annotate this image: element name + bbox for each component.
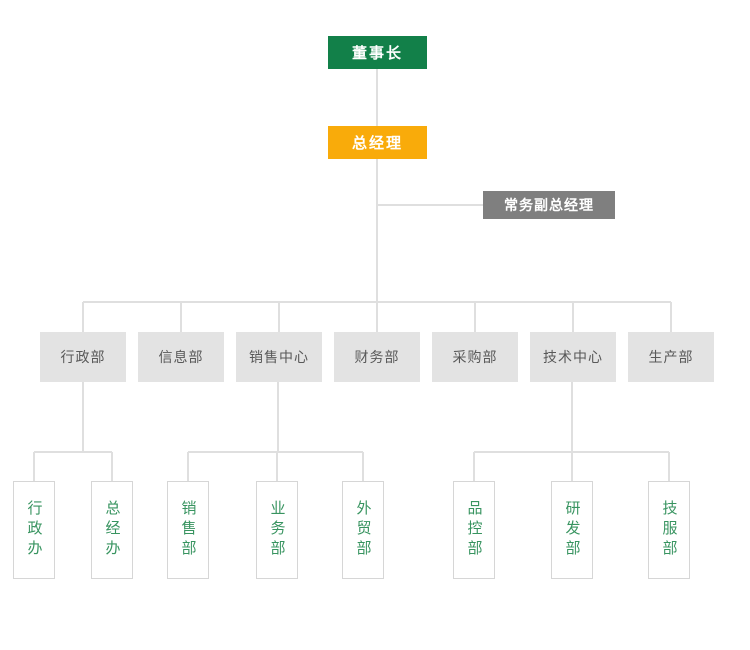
- node-sub-foreign-trade-label: 外贸部: [354, 500, 372, 560]
- node-sub-gm-office: 总经办: [91, 481, 133, 579]
- node-sub-sales: 销售部: [167, 481, 209, 579]
- node-sub-business-label: 业务部: [268, 500, 286, 560]
- node-sub-admin-office-label: 行政办: [25, 500, 43, 560]
- node-sub-quality-control: 品控部: [453, 481, 495, 579]
- node-dept-purchasing: 采购部: [432, 332, 518, 382]
- node-sub-tech-service-label: 技服部: [660, 500, 678, 560]
- node-deputy-general-manager: 常务副总经理: [483, 191, 615, 219]
- node-general-manager: 总经理: [328, 126, 427, 159]
- node-sub-quality-control-label: 品控部: [465, 500, 483, 560]
- node-dept-information: 信息部: [138, 332, 224, 382]
- node-sub-sales-label: 销售部: [179, 500, 197, 560]
- node-sub-business: 业务部: [256, 481, 298, 579]
- node-sub-research-development: 研发部: [551, 481, 593, 579]
- node-chairman: 董事长: [328, 36, 427, 69]
- node-sub-tech-service: 技服部: [648, 481, 690, 579]
- node-sub-foreign-trade: 外贸部: [342, 481, 384, 579]
- node-dept-tech-center: 技术中心: [530, 332, 616, 382]
- node-dept-sales-center: 销售中心: [236, 332, 322, 382]
- node-sub-gm-office-label: 总经办: [103, 500, 121, 560]
- node-sub-admin-office: 行政办: [13, 481, 55, 579]
- node-dept-finance: 财务部: [334, 332, 420, 382]
- node-sub-research-development-label: 研发部: [563, 500, 581, 560]
- node-dept-admin: 行政部: [40, 332, 126, 382]
- node-dept-production: 生产部: [628, 332, 714, 382]
